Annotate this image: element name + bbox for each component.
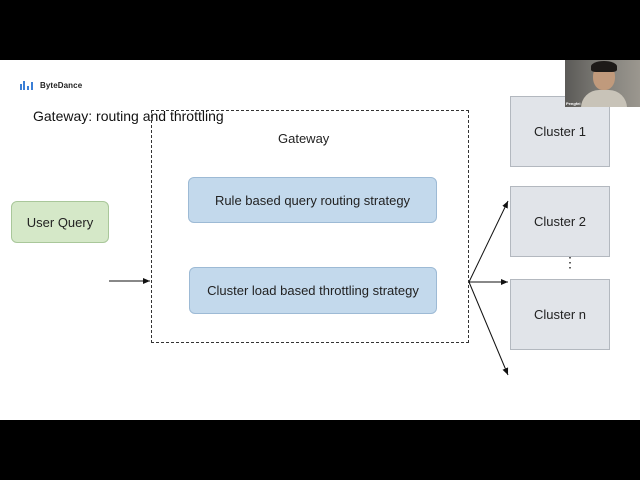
throttling-strategy-node: Cluster load based throttling strategy (189, 267, 437, 314)
participant-body (581, 90, 627, 107)
cluster-ellipsis: ⋮ (563, 254, 577, 270)
cluster-n-node: Cluster n (510, 279, 610, 350)
gateway-container (151, 110, 469, 343)
participant-video-thumbnail[interactable]: Pengfei (565, 60, 640, 107)
participant-hair (591, 61, 617, 72)
bytedance-logo-icon (20, 81, 33, 90)
routing-strategy-node: Rule based query routing strategy (188, 177, 437, 223)
cluster-2-node: Cluster 2 (510, 186, 610, 257)
brand-name: ByteDance (40, 81, 83, 90)
slide-title: Gateway: routing and throttling (33, 108, 224, 124)
participant-name-label: Pengfei (566, 101, 581, 106)
arrow-gateway-to-cluster-1 (468, 200, 509, 283)
user-query-node: User Query (11, 201, 109, 243)
arrow-gateway-to-cluster-n (468, 281, 509, 376)
cluster-1-node: Cluster 1 (510, 96, 610, 167)
bytedance-logo: ByteDance (20, 81, 82, 90)
gateway-label: Gateway (278, 131, 330, 146)
